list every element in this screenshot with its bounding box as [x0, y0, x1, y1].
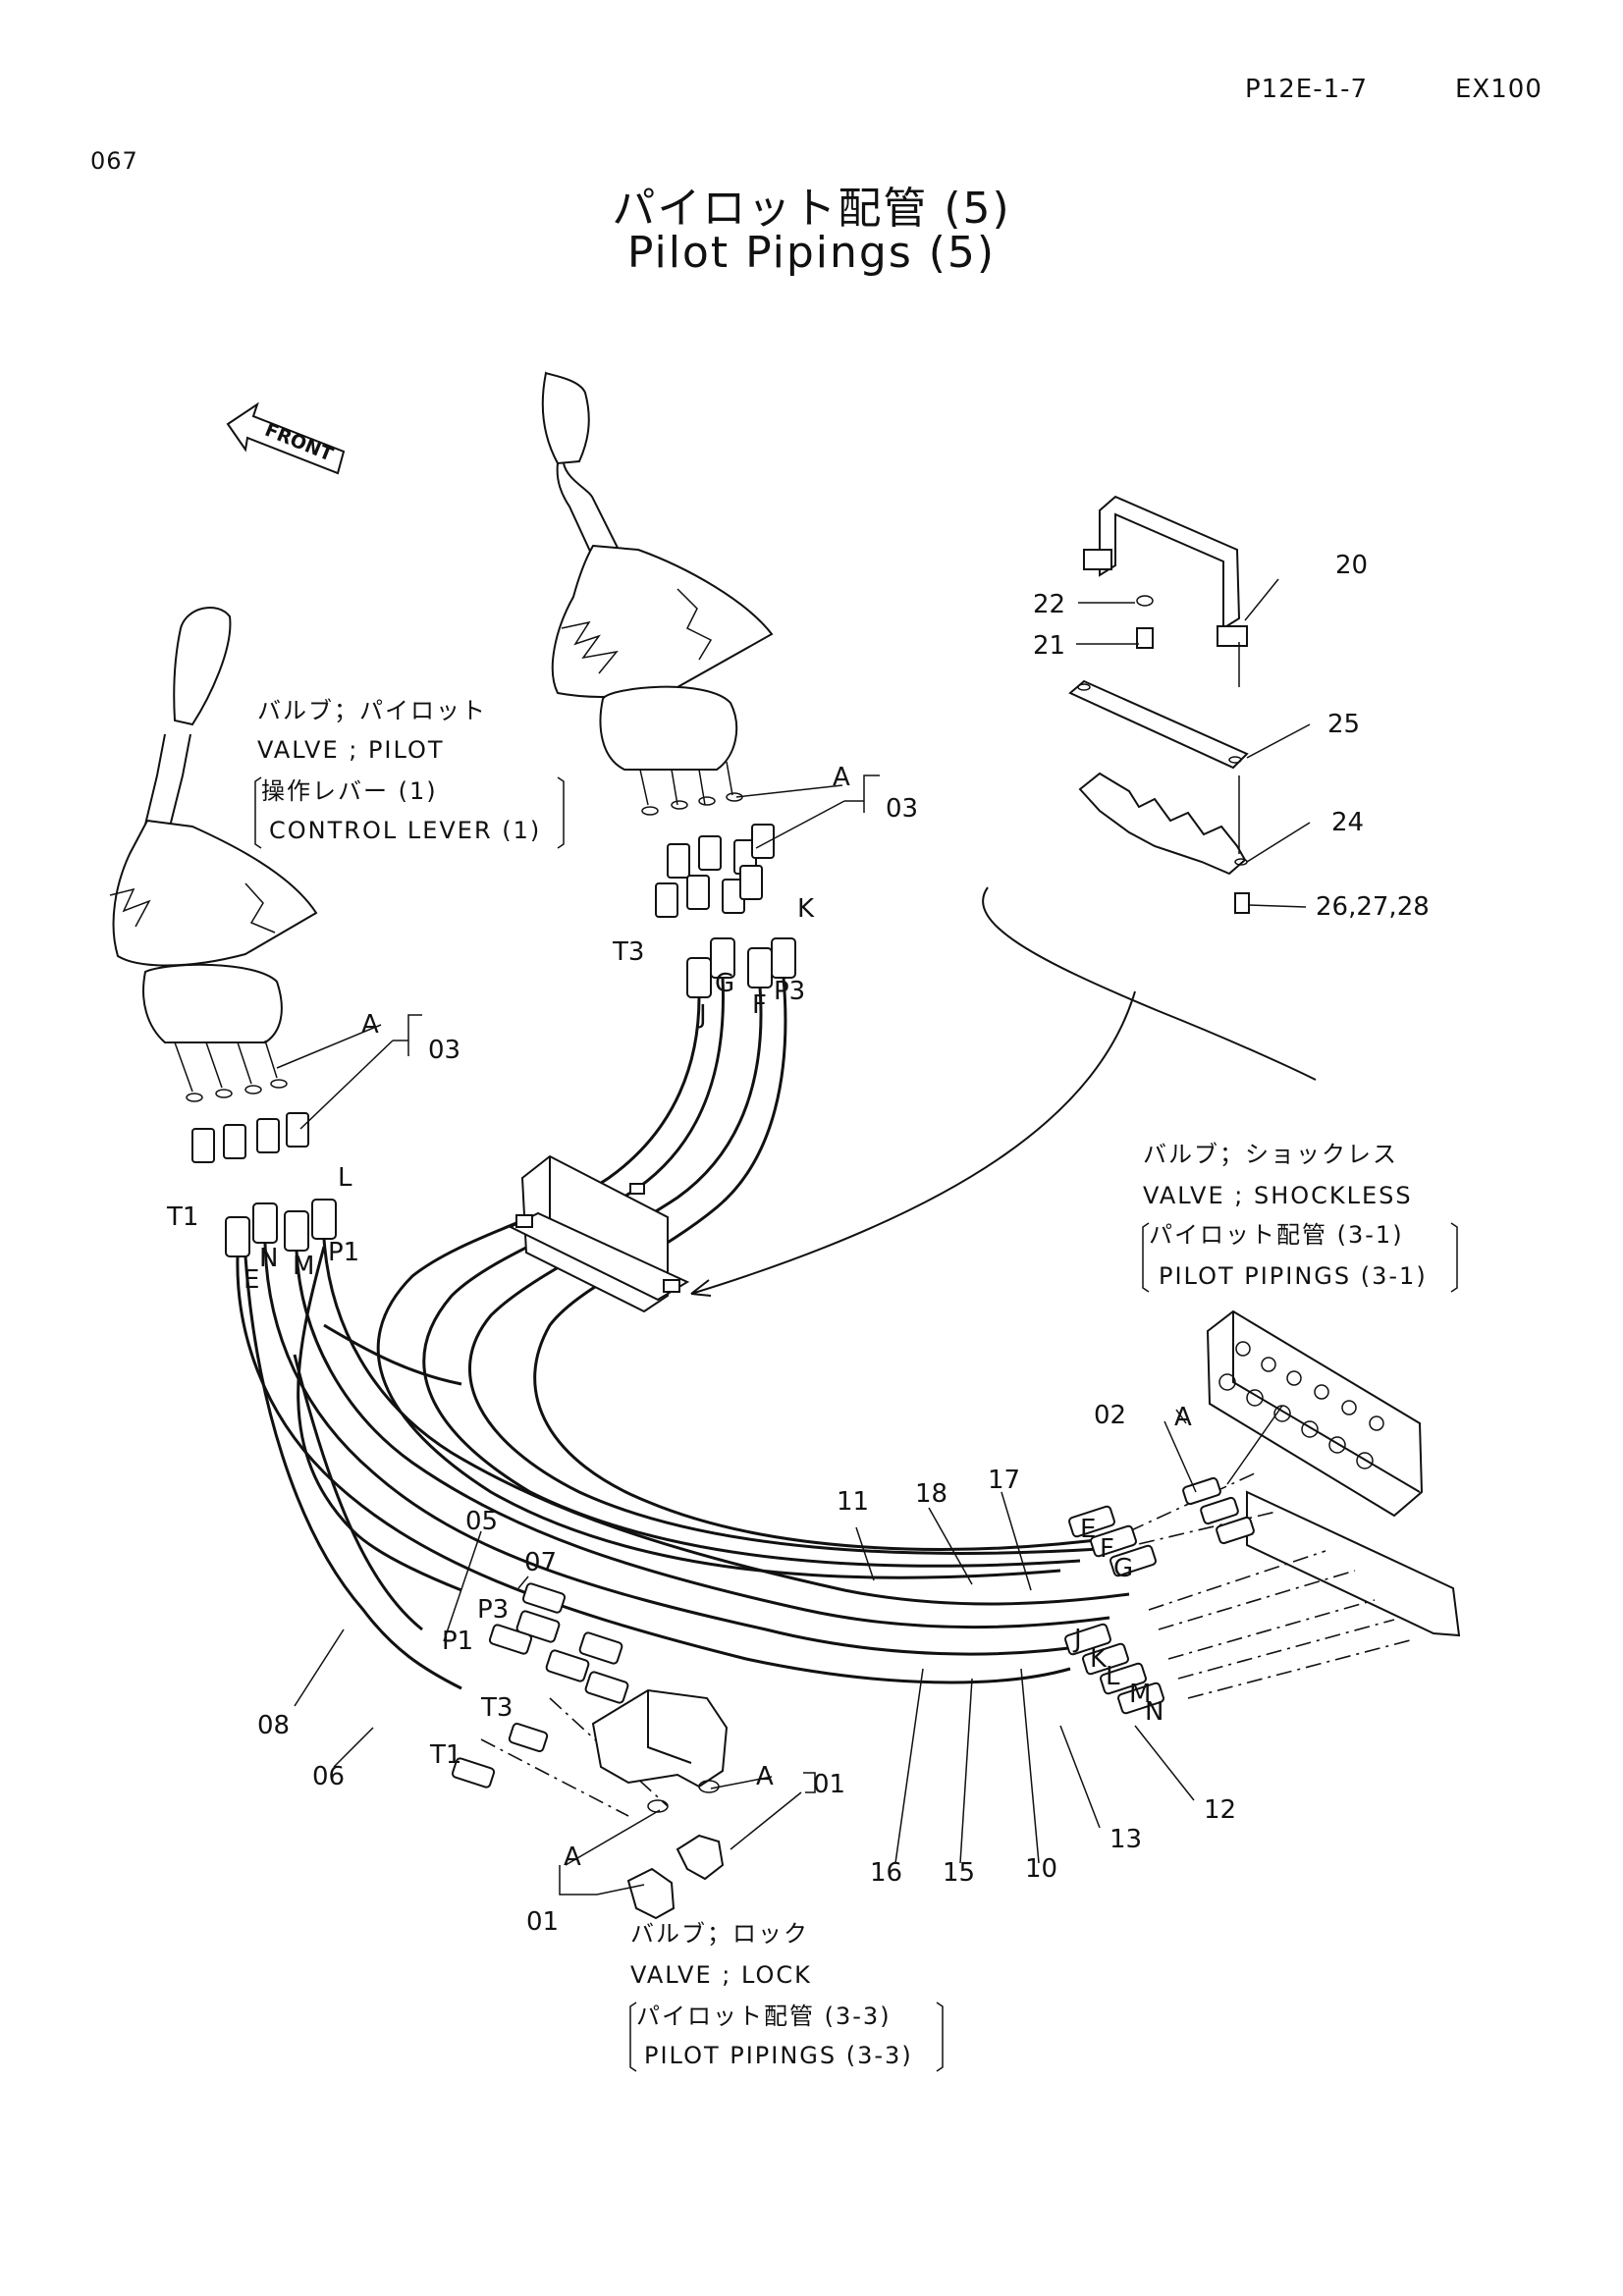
port-F-upper: F — [752, 990, 767, 1020]
callout-20: 20 — [1335, 551, 1368, 580]
detail-leader-line — [690, 990, 1136, 1295]
port-A-lock-right: A — [756, 1762, 774, 1791]
callout-21: 21 — [1033, 631, 1065, 661]
upper-pilot-fittings — [655, 824, 796, 998]
port-T1-lower: T1 — [166, 1202, 198, 1232]
callout-12: 12 — [1204, 1795, 1236, 1825]
part-callouts: 20 22 21 25 24 26,27,28 03 03 02 11 18 1… — [257, 551, 1430, 1937]
doc-code: P12E-1-7 — [1245, 75, 1369, 104]
port-A-upper: A — [833, 763, 850, 792]
arrow-head-icon — [690, 1279, 712, 1297]
callout-15: 15 — [943, 1858, 975, 1888]
port-K-valve: K — [1090, 1644, 1108, 1674]
port-E-valve: E — [1080, 1515, 1096, 1544]
port-T1-lock: T1 — [429, 1740, 461, 1770]
detail-bracket-assembly — [1068, 495, 1250, 914]
pilot-hoses — [236, 977, 1130, 1690]
note-lock-ref-jp: パイロット配管 (3-3) — [636, 2002, 892, 2030]
port-G-valve: G — [1113, 1554, 1133, 1583]
port-L-valve: L — [1106, 1662, 1120, 1691]
note-pilot-valve-jp: バルブ；パイロット — [257, 697, 487, 724]
callout-08: 08 — [257, 1711, 290, 1740]
port-M-valve: M — [1129, 1680, 1151, 1709]
port-P3-lock: P3 — [477, 1595, 509, 1625]
diagram-title-japanese: パイロット配管 (5) — [612, 184, 1011, 234]
port-P1-lock: P1 — [442, 1627, 473, 1656]
lock-valve — [451, 1582, 729, 1920]
callout-26-27-28: 26,27,28 — [1316, 892, 1430, 922]
callout-13: 13 — [1109, 1825, 1142, 1854]
note-lock-jp: バルブ；ロック — [630, 1920, 809, 1948]
leader-lines — [276, 578, 1311, 1896]
note-lock-en: VALVE ; LOCK — [630, 1961, 812, 1989]
callout-05: 05 — [465, 1507, 498, 1536]
note-shockless-ref-en: PILOT PIPINGS (3-1) — [1159, 1262, 1428, 1290]
callout-11: 11 — [837, 1487, 869, 1517]
port-P3-upper: P3 — [774, 977, 805, 1006]
port-A-lock-left: A — [564, 1842, 581, 1872]
callout-10: 10 — [1025, 1854, 1057, 1884]
port-T3-lock: T3 — [480, 1693, 513, 1723]
note-pilot-valve: バルブ；パイロット VALVE ; PILOT 操作レバー (1) CONTRO… — [254, 697, 565, 849]
callout-25: 25 — [1327, 710, 1360, 739]
port-E-lower: E — [243, 1265, 259, 1295]
callout-16: 16 — [870, 1858, 902, 1888]
port-labels: A A A A A T3 T3 T1 T1 P1 P1 P3 P3 E E F … — [166, 763, 1192, 1872]
port-N-lower: N — [259, 1244, 278, 1273]
port-T3-upper: T3 — [612, 937, 644, 967]
note-shockless-jp: バルブ；ショックレス — [1143, 1141, 1398, 1168]
callout-18: 18 — [915, 1479, 947, 1509]
port-F-valve: F — [1100, 1534, 1114, 1564]
callout-02: 02 — [1094, 1401, 1126, 1430]
right-control-lever — [541, 371, 774, 816]
note-shockless-en: VALVE ; SHOCKLESS — [1143, 1182, 1413, 1209]
callout-03-lower: 03 — [428, 1036, 460, 1065]
port-M-lower: M — [293, 1252, 314, 1281]
port-K-upper: K — [797, 894, 815, 924]
detail-leader-arc — [982, 886, 1317, 1081]
model-name: EX100 — [1455, 75, 1542, 104]
page-number: 067 — [90, 147, 138, 175]
valve-side-hose-fittings — [1064, 1476, 1255, 1715]
dashed-hose-lines — [480, 1471, 1415, 1817]
port-A-lower: A — [361, 1010, 379, 1040]
port-L-lower: L — [338, 1163, 352, 1193]
port-J-valve: J — [1072, 1625, 1082, 1654]
callout-01-right: 01 — [813, 1770, 845, 1799]
note-shockless-valve: バルブ；ショックレス VALVE ; SHOCKLESS パイロット配管 (3-… — [1142, 1141, 1458, 1293]
port-A-valve: A — [1174, 1403, 1192, 1432]
note-pilot-valve-ref-en: CONTROL LEVER (1) — [269, 817, 541, 844]
port-J-upper: J — [697, 1000, 707, 1030]
note-lock-ref-en: PILOT PIPINGS (3-3) — [644, 2042, 913, 2069]
diagram-title-english: Pilot Pipings (5) — [626, 228, 997, 278]
port-P1-lower: P1 — [328, 1238, 359, 1267]
port-G-upper: G — [715, 969, 734, 998]
left-control-lever — [109, 607, 318, 1102]
hose-clamp-bracket — [508, 1154, 690, 1313]
note-shockless-ref-jp: パイロット配管 (3-1) — [1149, 1221, 1404, 1249]
callout-01-left: 01 — [526, 1907, 559, 1937]
shockless-valve-block — [1206, 1309, 1461, 1637]
port-N-valve: N — [1145, 1697, 1163, 1727]
callout-22: 22 — [1033, 590, 1065, 619]
note-pilot-valve-ref-jp: 操作レバー (1) — [261, 777, 438, 805]
callout-07: 07 — [524, 1548, 557, 1577]
lower-pilot-fittings — [191, 1112, 337, 1257]
note-pilot-valve-en: VALVE ; PILOT — [257, 736, 445, 764]
callout-24: 24 — [1331, 808, 1364, 837]
callout-06: 06 — [312, 1762, 345, 1791]
callout-17: 17 — [988, 1466, 1020, 1495]
note-lock-valve: バルブ；ロック VALVE ; LOCK パイロット配管 (3-3) PILOT… — [629, 1920, 944, 2072]
front-arrow-icon: FRONT — [226, 401, 346, 475]
callout-03-upper: 03 — [886, 794, 918, 824]
